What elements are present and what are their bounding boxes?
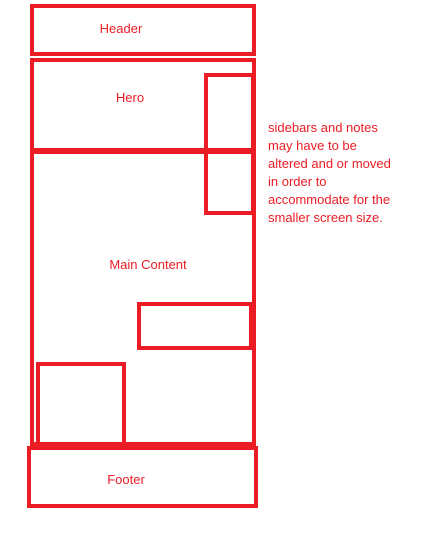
header-region — [30, 4, 256, 56]
main-content-region — [30, 150, 256, 446]
right-sidebar-box — [204, 73, 255, 215]
lower-left-box — [36, 362, 126, 446]
header-label: Header — [99, 21, 143, 36]
footer-label: Footer — [107, 472, 145, 487]
main-content-label: Main Content — [109, 257, 187, 272]
footer-region — [27, 446, 258, 508]
annotation-note: sidebars and notes may have to be altere… — [268, 120, 391, 225]
hero-label: Hero — [115, 90, 145, 105]
inline-note-box — [137, 302, 253, 350]
